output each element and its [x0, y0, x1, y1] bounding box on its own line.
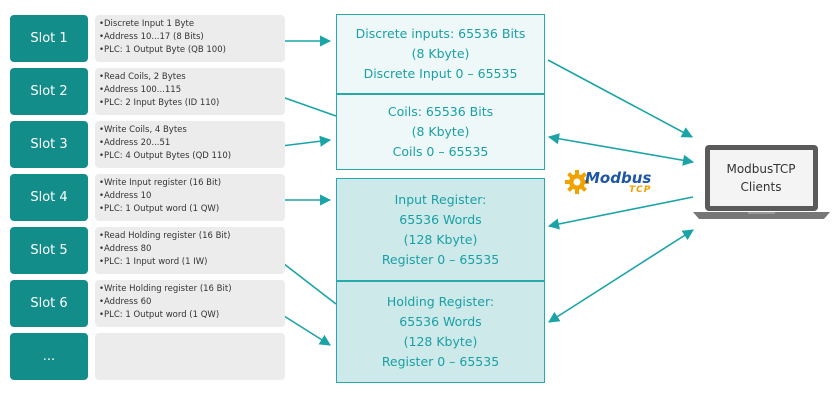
- slot-label: Slot 1: [30, 31, 68, 46]
- slot-description-line: Address 10: [99, 190, 281, 203]
- slot-label: Slot 2: [30, 84, 68, 99]
- slot-label: Slot 3: [30, 137, 68, 152]
- memory-area-line: Coils 0 – 65535: [392, 144, 489, 159]
- slot-description-line: PLC: 1 Input word (1 IW): [99, 256, 281, 269]
- slot-box-5: Slot 5: [10, 227, 88, 274]
- slot-description-line: Write Coils, 4 Bytes: [99, 124, 281, 137]
- slot-description-line: Read Holding register (16 Bit): [99, 230, 281, 243]
- client-line: ModbusTCP: [726, 162, 796, 176]
- slot-description-line: Write Input register (16 Bit): [99, 177, 281, 190]
- slot-description-5: Read Holding register (16 Bit)Address 80…: [95, 227, 285, 274]
- slot-box-6: Slot 6: [10, 280, 88, 327]
- slot-description-line: PLC: 4 Output Bytes (QD 110): [99, 150, 281, 163]
- slot-label: ...: [42, 349, 56, 364]
- memory-area-1: Discrete inputs: 65536 Bits (8 Kbyte) Disc…: [336, 14, 545, 94]
- modbus-clients-label: ModbusTCP Clients: [711, 160, 811, 196]
- arrow-discrete-to-client: [547, 59, 693, 138]
- client-line: Clients: [740, 180, 782, 194]
- slot-description-line: Address 20...51: [99, 137, 281, 150]
- arrow-coils-client: [547, 133, 695, 166]
- memory-area-4: Holding Register: 65536 Words (128 Kbyte) R…: [336, 281, 545, 383]
- memory-area-line: (8 Kbyte): [411, 124, 470, 139]
- slot-description-3: Write Coils, 4 BytesAddress 20...51PLC: …: [95, 121, 285, 168]
- slot-description-line: Address 60: [99, 296, 281, 309]
- slot-box-1: Slot 1: [10, 15, 88, 62]
- slot-box-3: Slot 3: [10, 121, 88, 168]
- slot-description-line: Address 80: [99, 243, 281, 256]
- memory-area-line: Coils: 65536 Bits: [387, 104, 494, 119]
- memory-area-line: Discrete Input 0 – 65535: [363, 66, 518, 81]
- memory-area-line: Register 0 – 65535: [381, 354, 500, 369]
- slot-description-line: Write Holding register (16 Bit): [99, 283, 281, 296]
- slot-description-line: Address 100...115: [99, 84, 281, 97]
- slot-description-line: PLC: 1 Output Byte (QB 100): [99, 44, 281, 57]
- memory-area-line: (8 Kbyte): [411, 46, 470, 61]
- logo-word: Modbus: [585, 169, 652, 187]
- memory-area-line: 65536 Words: [399, 314, 482, 329]
- slot-description-4: Write Input register (16 Bit)Address 10P…: [95, 174, 285, 221]
- memory-area-2: Coils: 65536 Bits (8 Kbyte) Coils 0 – 6553…: [336, 94, 545, 170]
- slot-description-line: Address 10...17 (8 Bits): [99, 31, 281, 44]
- slot-label: Slot 4: [30, 190, 68, 205]
- arrow-holding-client: [548, 229, 694, 323]
- slot-description-2: Read Coils, 2 BytesAddress 100...115PLC:…: [95, 68, 285, 115]
- memory-area-line: Input Register:: [394, 191, 487, 207]
- slot-box-4: Slot 4: [10, 174, 88, 221]
- slot-description-line: PLC: 2 Input Bytes (ID 110): [99, 97, 281, 110]
- memory-area-line: (128 Kbyte): [403, 231, 478, 247]
- memory-area-3: Input Register: 65536 Words (128 Kbyte) Reg…: [336, 178, 545, 281]
- arrow-client-to-input-register: [547, 196, 694, 230]
- memory-area-line: 65536 Words: [399, 211, 482, 227]
- gear-icon: [565, 170, 589, 194]
- laptop-icon: [693, 145, 830, 219]
- slot-description-1: Discrete Input 1 ByteAddress 10...17 (8 …: [95, 15, 285, 62]
- slot-description-line: PLC: 1 Output word (1 QW): [99, 203, 281, 216]
- modbus-tcp-logo: Modbus TCP: [563, 167, 663, 201]
- slot-box-2: Slot 2: [10, 68, 88, 115]
- memory-area-line: Register 0 – 65535: [381, 251, 500, 267]
- memory-area-line: Discrete inputs: 65536 Bits: [355, 26, 526, 41]
- slot-description-6: Write Holding register (16 Bit)Address 6…: [95, 280, 285, 327]
- slot-label: Slot 5: [30, 243, 68, 258]
- logo-sub: TCP: [629, 185, 652, 195]
- memory-area-line: Holding Register:: [386, 294, 495, 309]
- slot-box-7: ...: [10, 333, 88, 380]
- slot-description-line: Discrete Input 1 Byte: [99, 18, 281, 31]
- slot-description-line: Read Coils, 2 Bytes: [99, 71, 281, 84]
- memory-area-line: (128 Kbyte): [403, 334, 478, 349]
- slot-label: Slot 6: [30, 296, 68, 311]
- slot-description-line: PLC: 1 Output word (1 QW): [99, 309, 281, 322]
- slot-description-7: [95, 333, 285, 380]
